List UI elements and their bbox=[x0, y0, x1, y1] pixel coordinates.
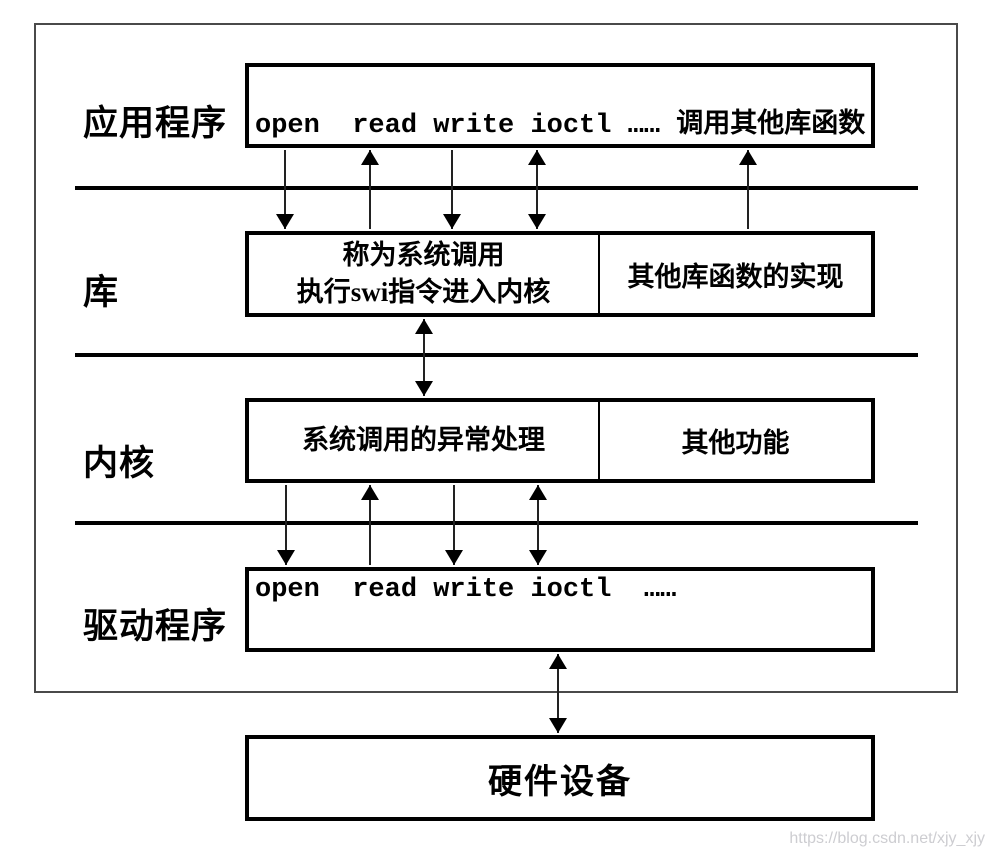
arrowhead-up-icon bbox=[549, 654, 567, 669]
arrow bbox=[549, 654, 567, 733]
arrow bbox=[528, 150, 546, 229]
arrow bbox=[277, 485, 295, 565]
arrow bbox=[361, 150, 379, 229]
driver-box: open read write ioctl …… bbox=[245, 567, 875, 652]
arrow bbox=[361, 485, 379, 565]
row-label-kernel: 内核 bbox=[83, 444, 156, 483]
library-box: 称为系统调用 执行swi指令进入内核 其他库函数的实现 bbox=[245, 231, 875, 317]
arrowhead-down-icon bbox=[415, 381, 433, 396]
arrowhead-up-icon bbox=[739, 150, 757, 165]
arrowhead-up-icon bbox=[528, 150, 546, 165]
application-box-text: open read write ioctl …… 调用其他库函数 bbox=[255, 111, 866, 141]
arrowhead-down-icon bbox=[443, 214, 461, 229]
kernel-other-functions-cell: 其他功能 bbox=[681, 428, 790, 458]
arrow bbox=[445, 485, 463, 565]
separator-kernel-driver bbox=[75, 521, 918, 525]
arrowhead-down-icon bbox=[549, 718, 567, 733]
arrow bbox=[529, 485, 547, 565]
library-syscall-line1: 称为系统调用 bbox=[342, 240, 505, 270]
watermark-text: https://blog.csdn.net/xjy_xjy bbox=[789, 830, 985, 847]
arrowhead-down-icon bbox=[528, 214, 546, 229]
row-label-driver: 驱动程序 bbox=[83, 607, 228, 646]
library-other-functions-cell: 其他库函数的实现 bbox=[627, 261, 844, 292]
row-label-application: 应用程序 bbox=[83, 104, 228, 143]
application-box: open read write ioctl …… 调用其他库函数 bbox=[245, 63, 875, 148]
arrow bbox=[739, 150, 757, 229]
arrow bbox=[443, 150, 461, 229]
separator-lib-kernel bbox=[75, 353, 918, 357]
arrowhead-up-icon bbox=[361, 150, 379, 165]
arrowhead-down-icon bbox=[277, 550, 295, 565]
hardware-box-text: 硬件设备 bbox=[488, 763, 632, 801]
separator-app-lib bbox=[75, 186, 918, 190]
kernel-box: 系统调用的异常处理 其他功能 bbox=[245, 398, 875, 483]
arrow bbox=[415, 319, 433, 396]
arrowhead-down-icon bbox=[276, 214, 294, 229]
arrowhead-up-icon bbox=[361, 485, 379, 500]
library-syscall-line2: 执行swi指令进入内核 bbox=[296, 277, 551, 307]
row-label-library: 库 bbox=[83, 273, 120, 312]
kernel-exception-cell: 系统调用的异常处理 bbox=[249, 402, 600, 479]
driver-box-text: open read write ioctl …… bbox=[255, 575, 677, 605]
arrow bbox=[276, 150, 294, 229]
hardware-box: 硬件设备 bbox=[245, 735, 875, 821]
outer-frame bbox=[34, 23, 958, 693]
kernel-exception-text: 系统调用的异常处理 bbox=[302, 425, 545, 455]
arrowhead-down-icon bbox=[529, 550, 547, 565]
arrowhead-up-icon bbox=[529, 485, 547, 500]
arrowhead-up-icon bbox=[415, 319, 433, 334]
arrowhead-down-icon bbox=[445, 550, 463, 565]
library-syscall-cell: 称为系统调用 执行swi指令进入内核 bbox=[249, 235, 600, 313]
